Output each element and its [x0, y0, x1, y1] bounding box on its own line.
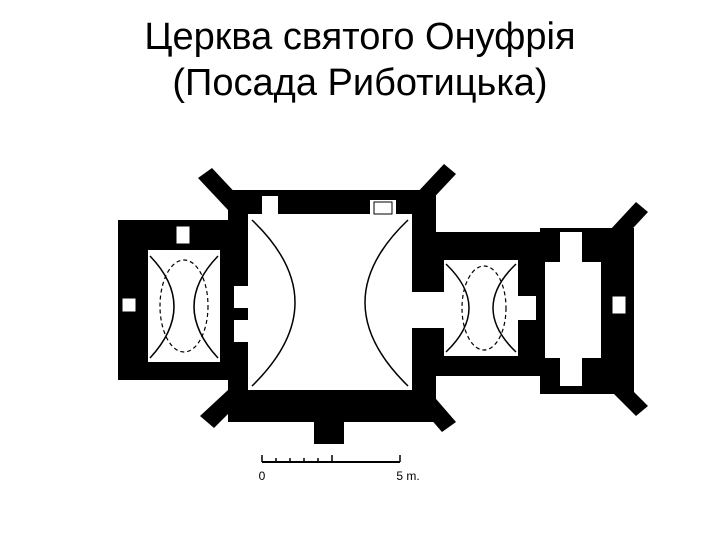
buttress-nave-nw	[198, 168, 242, 210]
sanctuary-niche-south	[560, 354, 582, 386]
buttress-west-sw	[118, 342, 148, 376]
west-wall-detail	[121, 297, 137, 313]
opening-east-sanctuary	[518, 296, 536, 320]
nave-room	[248, 214, 412, 390]
west-vault-arc-right	[193, 255, 219, 359]
scale-bar: 0 5 m.	[259, 455, 420, 483]
title-line-1: Церква святого Онуфрія	[144, 16, 576, 58]
buttress-sanctuary-ne	[610, 202, 648, 240]
buttress-sanctuary-se	[612, 382, 648, 416]
title-line-2: (Посада Риботицька)	[172, 62, 548, 104]
west-dashed-ellipse	[159, 259, 209, 353]
nave-north-slit	[262, 196, 278, 216]
sanctuary-east-detail	[611, 295, 627, 315]
scale-start-label: 0	[259, 469, 266, 483]
west-vault-arc-left	[149, 255, 175, 359]
buttress-west-nw	[118, 224, 148, 258]
east-vault-arc-left	[445, 263, 470, 353]
east-vault-arc-right	[492, 263, 517, 353]
vault-lines	[149, 219, 517, 387]
opening-west-nave-upper	[234, 286, 250, 308]
wall-details	[121, 201, 627, 315]
nave-north-detail	[373, 201, 393, 215]
buttress-nave-sw	[200, 390, 242, 428]
east-dashed-ellipse	[461, 265, 507, 351]
west-north-detail	[175, 225, 191, 245]
south-entrance-wall	[314, 420, 344, 444]
vault-dashed-lines	[159, 259, 507, 353]
scale-bar-ticks	[261, 455, 401, 462]
opening-nave-east	[412, 292, 444, 328]
sanctuary-room	[545, 262, 601, 358]
slide-title: Церква святого Онуфрія (Посада Риботицьк…	[0, 14, 720, 106]
sanctuary-niche-north	[560, 232, 582, 264]
nave-vault-arc-left	[251, 219, 296, 387]
nave-vault-arc-right	[364, 219, 409, 387]
buttress-nave-se	[416, 392, 456, 432]
scale-end-label: 5 m.	[396, 469, 419, 483]
opening-west-nave-lower	[234, 320, 250, 342]
buttress-nave-ne	[414, 164, 456, 206]
